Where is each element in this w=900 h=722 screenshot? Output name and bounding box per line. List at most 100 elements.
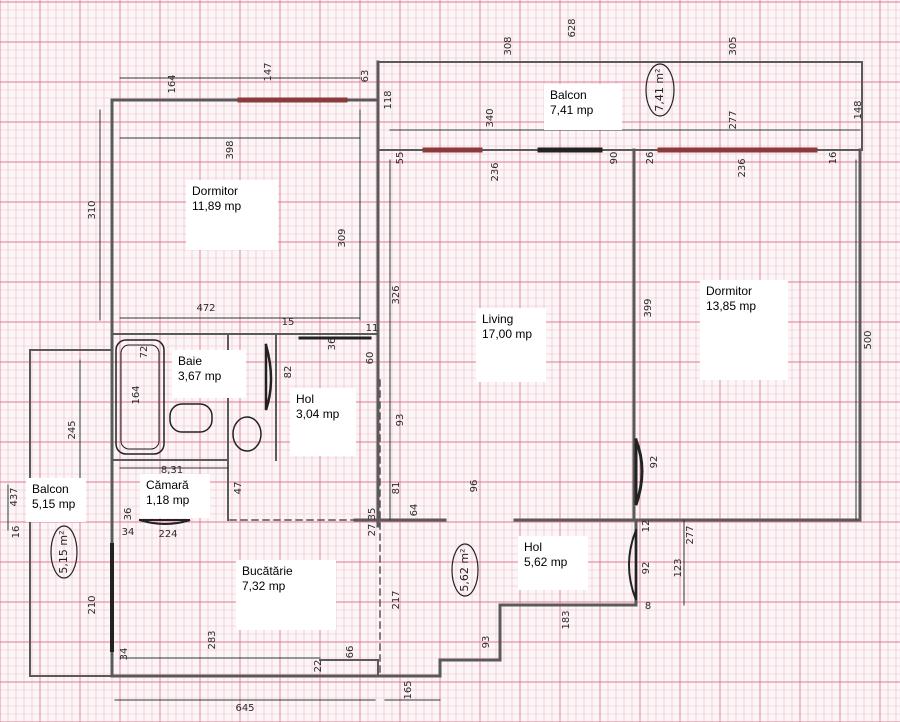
dimension-label: 47 — [233, 482, 244, 495]
dimension-label: 277 — [728, 110, 739, 129]
dimension-label: 340 — [485, 108, 496, 127]
room-name: Hol — [524, 540, 543, 554]
dimension-label: 90 — [609, 152, 620, 165]
dimension-label: 96 — [469, 480, 480, 493]
dimension-label: 72 — [139, 346, 150, 359]
dimension-label: 123 — [673, 558, 684, 577]
room-area: 7,32 mp — [242, 579, 286, 593]
wall-kitchen-corner — [319, 659, 379, 677]
dimension-label: 224 — [158, 529, 177, 540]
dimension-label: 22 — [313, 660, 324, 673]
handwritten-area-note: 5,15 m² — [57, 530, 70, 573]
dimension-label: 60 — [365, 352, 376, 365]
dimension-label: 34 — [119, 648, 130, 661]
dimension-label: 35 — [367, 508, 378, 521]
dimension-label: 210 — [87, 595, 98, 614]
dimension-label: 326 — [391, 285, 402, 304]
handwritten-areas: 7,41 m² 5,15 m² 5,62 m² — [57, 68, 666, 591]
sink — [169, 403, 213, 433]
dimension-label: 8,31 — [161, 465, 183, 476]
dimension-label: 148 — [853, 100, 864, 119]
dimension-label: 645 — [235, 703, 254, 714]
room-name: Hol — [296, 392, 315, 406]
door-hol — [628, 528, 638, 601]
wall-bedroom2 — [632, 148, 862, 522]
circle-5-15 — [50, 525, 78, 579]
circle-5-62 — [451, 543, 479, 597]
dimension-label: 93 — [395, 414, 406, 427]
room-name: Bucătărie — [242, 564, 293, 578]
dimension-label: 81 — [391, 482, 402, 495]
room-area: 17,00 mp — [482, 327, 533, 341]
room-label-hol-2: Hol 5,62 mp — [518, 536, 588, 590]
wall-bath — [111, 333, 379, 521]
dimension-label: 500 — [863, 330, 874, 349]
dimension-label: 165 — [403, 680, 414, 699]
room-label-dormitor-2: Dormitor 13,85 mp — [700, 280, 788, 380]
dimension-label: 11 — [366, 323, 379, 334]
room-name: Balcon — [32, 482, 69, 496]
room-area: 3,04 mp — [296, 407, 340, 421]
room-label-bucatarie: Bucătărie 7,32 mp — [236, 560, 336, 630]
dimension-label: 628 — [567, 18, 578, 37]
room-area: 1,18 mp — [146, 493, 190, 507]
room-name: Balcon — [550, 88, 587, 102]
bathtub — [115, 339, 165, 455]
handwritten-area-note: 5,62 m² — [458, 548, 471, 591]
dimension-label: 8 — [645, 601, 651, 612]
dimension-label: 305 — [728, 36, 739, 55]
dimension-label: 12 — [641, 520, 652, 533]
room-area: 3,67 mp — [178, 369, 222, 383]
dimension-label: 55 — [395, 152, 406, 165]
dimension-label: 15 — [282, 317, 295, 328]
dashed-partition — [229, 379, 381, 677]
dimension-label: 164 — [131, 385, 142, 404]
dimension-label: 437 — [9, 487, 20, 506]
room-label-hol-1: Hol 3,04 mp — [290, 388, 356, 456]
dimension-label: 236 — [490, 162, 501, 181]
dimension-label: 245 — [67, 420, 78, 439]
dimension-label: 34 — [122, 527, 135, 538]
dimension-label: 27 — [367, 524, 378, 537]
dimension-label: 283 — [207, 630, 218, 649]
dimension-label: 93 — [481, 636, 492, 649]
room-label-camara: Cămară 1,18 mp — [140, 474, 210, 518]
room-label-balcon-top: Balcon 7,41 mp — [544, 84, 622, 130]
dimension-label: 472 — [196, 303, 215, 314]
dimension-label: 310 — [87, 200, 98, 219]
dimension-label: 92 — [649, 456, 660, 469]
handwritten-area-note: 7,41 m² — [653, 68, 666, 111]
bathtub-inner — [120, 344, 160, 450]
dimension-label: 82 — [283, 366, 294, 379]
dimension-label: 308 — [503, 36, 514, 55]
dimension-label: 398 — [225, 140, 236, 159]
room-name: Living — [482, 312, 514, 326]
room-name: Cămară — [146, 478, 189, 492]
room-name: Baie — [178, 354, 203, 368]
dimension-label: 183 — [561, 610, 572, 629]
dimension-label: 66 — [345, 646, 356, 659]
dimension-label: 36 — [123, 508, 134, 521]
dimension-label: 217 — [391, 590, 402, 609]
dimension-label: 63 — [360, 70, 371, 83]
room-label-dormitor-1: Dormitor 11,89 mp — [186, 180, 278, 250]
room-label-baie: Baie 3,67 mp — [172, 350, 246, 398]
wall-bottom — [110, 518, 638, 678]
door-bath — [264, 343, 273, 411]
dimension-label: 16 — [11, 526, 22, 539]
room-area: 5,62 mp — [524, 555, 568, 569]
walls — [7, 60, 863, 701]
dimension-label: 16 — [828, 152, 839, 165]
room-name: Dormitor — [192, 184, 239, 198]
dimension-label: 277 — [685, 525, 696, 544]
dimension-label: 118 — [383, 90, 394, 109]
room-area: 13,85 mp — [706, 299, 757, 313]
dimension-label: 309 — [337, 228, 348, 247]
circle-7-41 — [645, 63, 675, 117]
dimension-label: 26 — [645, 152, 656, 165]
dimension-label: 92 — [641, 562, 652, 575]
room-area: 5,15 mp — [32, 497, 76, 511]
